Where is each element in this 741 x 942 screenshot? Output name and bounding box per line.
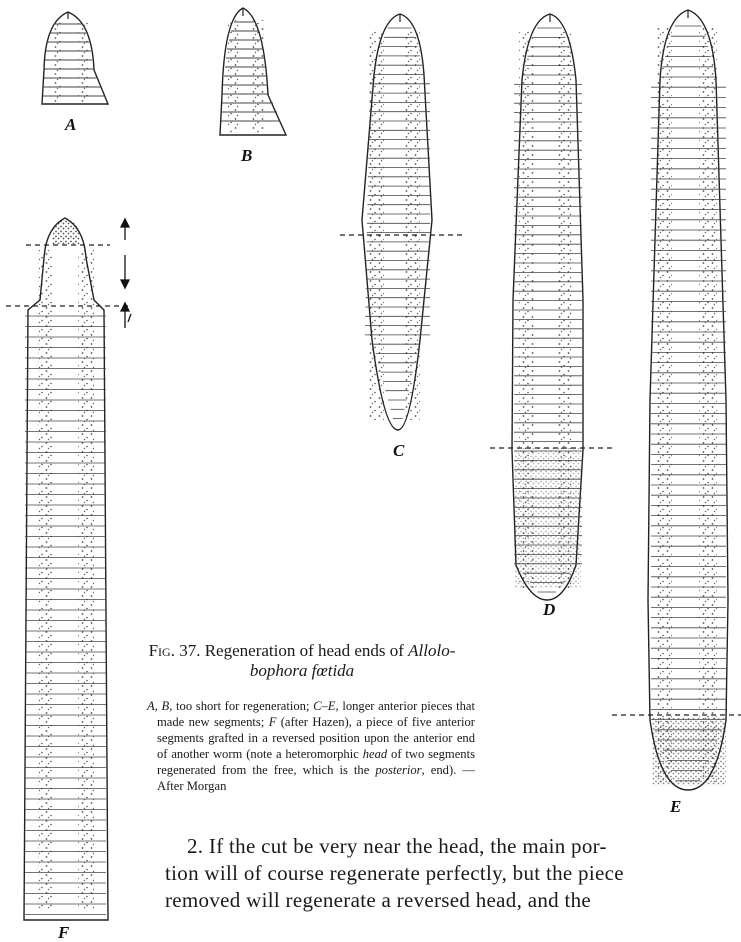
orientation-arrows — [121, 219, 131, 328]
legend-run: A — [147, 699, 155, 713]
legend-run: posterior — [375, 763, 421, 777]
worm-b: B — [220, 8, 286, 165]
caption-text: Regeneration of head ends of — [205, 641, 404, 660]
figure-number: Fig. 37. — [149, 641, 201, 660]
panel-label-f: F — [57, 923, 70, 942]
panel-label-e: E — [669, 797, 681, 816]
figure-legend: A, B, too short for regeneration; C–E, l… — [147, 698, 475, 794]
figure-caption: Fig. 37. Regeneration of head ends of Al… — [147, 641, 457, 681]
body-paragraph: 2. If the cut be very near the head, the… — [165, 833, 741, 914]
legend-run: , — [155, 699, 162, 713]
body-line: removed will regenerate a reversed head,… — [165, 887, 741, 914]
caption-species-1: Allolo- — [408, 641, 455, 660]
legend-run: C–E — [313, 699, 335, 713]
worm-f: F — [6, 218, 132, 942]
worm-a: A — [42, 12, 108, 134]
legend-run: head — [363, 747, 387, 761]
panel-label-c: C — [393, 441, 405, 460]
worm-d: D — [490, 14, 612, 619]
panel-label-a: A — [64, 115, 76, 134]
worm-c: C — [340, 14, 462, 460]
legend-run: , too short for regeneration; — [169, 699, 313, 713]
body-line: tion will of course regenerate perfectly… — [165, 860, 741, 887]
body-line: 2. If the cut be very near the head, the… — [165, 833, 741, 860]
worm-e: E — [612, 10, 741, 816]
panel-label-b: B — [240, 146, 252, 165]
caption-species-2: bophora fœtida — [250, 661, 354, 680]
panel-label-d: D — [542, 600, 555, 619]
